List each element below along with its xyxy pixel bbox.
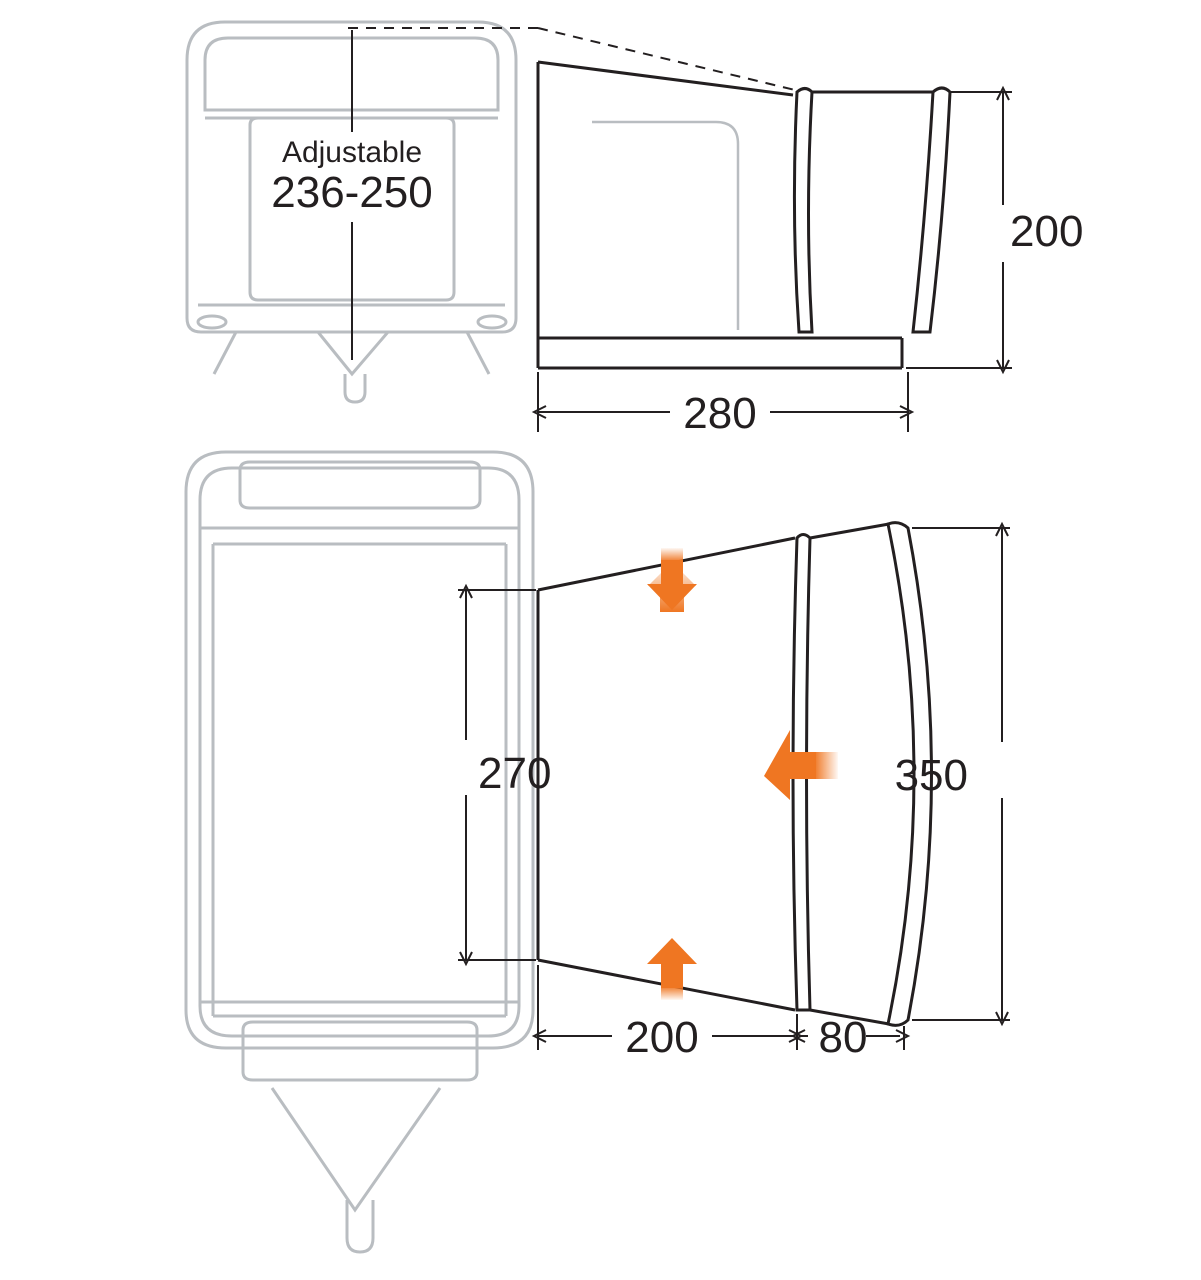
width-total-dimension [912,521,1010,1027]
arrow-up-icon [647,938,697,1000]
depth-main-label: 200 [625,1013,698,1062]
width-inner-dimension [458,583,536,967]
adjustable-range-label: 236-250 [271,168,432,217]
awning-plan-view [536,521,933,1027]
depth-total-label: 280 [683,389,756,438]
depth-canopy-label: 80 [819,1013,868,1062]
caravan-plan-view [184,450,535,1254]
awning-side-view [348,27,952,370]
height-label: 200 [1010,207,1083,256]
adjustable-label: Adjustable [282,136,422,169]
width-inner-label: 270 [478,749,551,798]
arrow-left-icon [764,730,838,800]
width-total-label: 350 [895,751,968,800]
depth-breakdown-dimension [531,965,911,1050]
height-dimension [906,85,1012,375]
depth-total-dimension [531,372,915,432]
arrow-down-icon-2 [647,548,697,610]
